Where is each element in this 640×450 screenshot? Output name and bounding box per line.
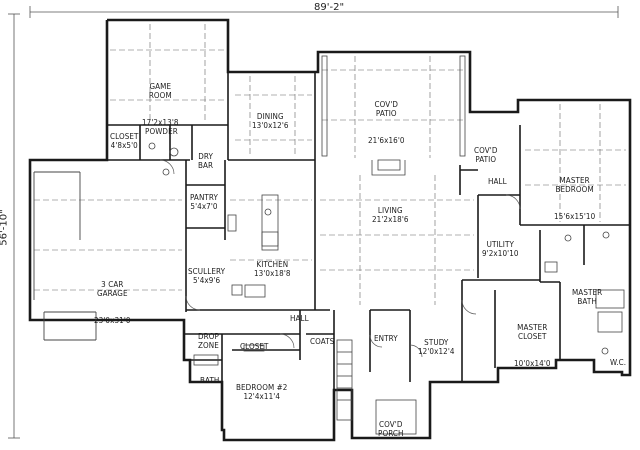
dimension-lines [8, 6, 619, 439]
room-study: STUDY 12'0x12'4 [418, 338, 455, 356]
room-dims: 21'6x16'0 [368, 136, 405, 145]
room-dims: 12'0x12'4 [418, 347, 455, 356]
overall-width-dimension: 89'-2" [314, 2, 345, 13]
room-utility: UTILITY 9'2x10'10 [482, 240, 519, 258]
room-name: DINING [256, 112, 284, 121]
room-name: STUDY [424, 338, 449, 347]
room-name: HALL [290, 314, 309, 323]
room-scullery: SCULLERY 5'4x9'6 [188, 267, 225, 285]
room-name: CLOSET [240, 342, 269, 351]
room-pantry: PANTRY 5'4x7'0 [190, 193, 218, 211]
room-closet-game: CLOSET 4'8x5'0 [110, 132, 139, 150]
room-hall-master: HALL [488, 177, 507, 186]
room-powder: POWDER [145, 127, 178, 136]
room-dims: 9'2x10'10 [482, 249, 519, 258]
room-wc: W.C. [610, 358, 626, 367]
room-name: ENTRY [374, 334, 398, 343]
room-name: LIVING [377, 206, 403, 215]
room-name: BATH [200, 376, 220, 385]
room-dims: 12'4x11'4 [243, 392, 281, 401]
room-dims: 4'8x5'0 [110, 141, 138, 150]
room-name: HALL [488, 177, 507, 186]
room-dims: 10'0x14'0 [514, 359, 551, 368]
room-name: PANTRY [190, 193, 219, 202]
ceiling-lines [34, 24, 626, 305]
room-dims: 5'4x7'0 [190, 202, 218, 211]
room-entry: ENTRY [374, 334, 398, 343]
patio-structure [321, 55, 466, 435]
room-name: KITCHEN [256, 260, 289, 269]
overall-depth-dimension: 56'-10" [0, 209, 10, 246]
room-dims: 21'2x18'6 [372, 215, 409, 224]
room-dims: 17'2x13'8 [142, 118, 179, 127]
room-dims: 13'0x18'8 [254, 269, 291, 278]
room-dining: DINING 13'0x12'6 [252, 112, 289, 130]
room-name: W.C. [610, 358, 627, 367]
room-dims: 13'0x12'6 [252, 121, 289, 130]
room-name: UTILITY [486, 240, 514, 249]
room-name: POWDER [145, 127, 178, 136]
room-name: CLOSET [110, 132, 139, 141]
fixtures [148, 142, 625, 421]
room-dims: 23'0x31'0 [94, 316, 131, 325]
room-dims: 5'4x9'6 [192, 276, 221, 285]
room-name: COATS [310, 337, 335, 346]
room-dims: 15'6x15'10 [554, 212, 596, 221]
room-bedroom2: BEDROOM #2 12'4x11'4 [236, 383, 287, 401]
room-closet-bed: CLOSET [240, 342, 269, 351]
interior-walls [107, 72, 630, 390]
room-name: SCULLERY [188, 267, 226, 276]
room-bath: BATH [200, 376, 219, 385]
room-kitchen: KITCHEN 13'0x18'8 [254, 260, 291, 278]
room-coats: COATS [310, 337, 334, 346]
room-name: BEDROOM #2 [236, 383, 288, 392]
door-swings [159, 159, 521, 358]
garage-doors [33, 171, 97, 341]
room-living: LIVING 21'2x18'6 [372, 206, 409, 224]
room-hall: HALL [290, 314, 309, 323]
